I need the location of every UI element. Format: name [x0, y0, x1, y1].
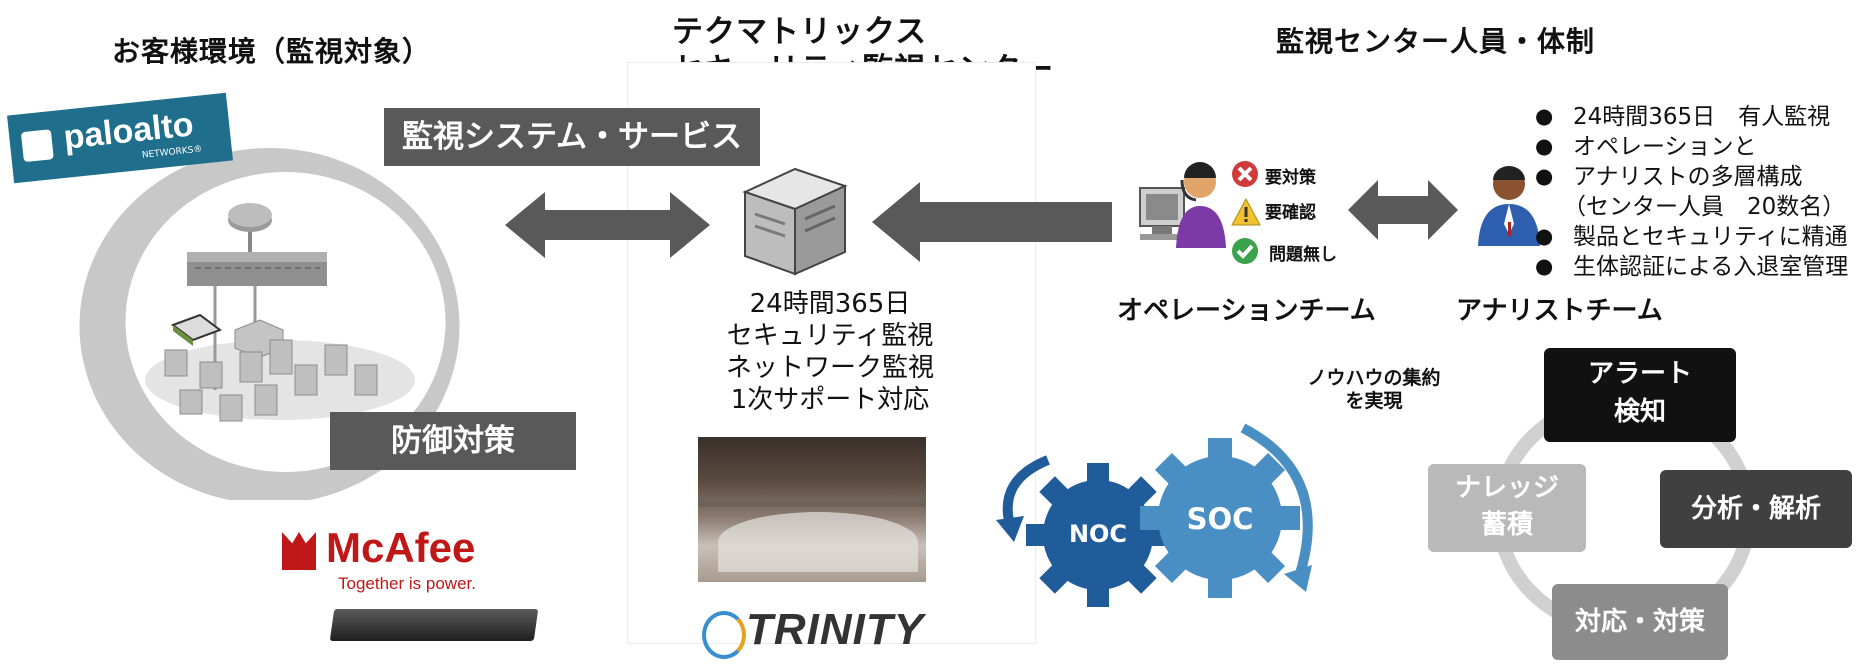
double-arrow-icon: [505, 192, 710, 258]
router-icon: [228, 203, 272, 260]
alert-x-icon: [1232, 161, 1258, 187]
cycle-alert-line2: 検知: [1613, 397, 1666, 427]
analyst-team-label: アナリストチーム: [1456, 296, 1663, 326]
monitoring-room-photo: [698, 437, 926, 582]
check-icon: [1232, 238, 1258, 264]
status-action-required: 要対策: [1265, 168, 1316, 188]
left-arrow-icon: [872, 182, 1112, 262]
noc-curved-arrow-icon: [1002, 455, 1050, 527]
monitoring-service-label: 監視システム・サービス: [384, 108, 760, 166]
knowhow-line-2: を実現: [1345, 390, 1403, 412]
team-double-arrow-icon: [1348, 180, 1458, 240]
operator-icon: [1139, 162, 1226, 248]
cycle-analysis: 分析・解析: [1660, 470, 1852, 548]
trinity-wordmark: TRINITY: [746, 605, 925, 654]
mcafee-wordmark: McAfee: [326, 524, 476, 571]
mcafee-logo: McAfee Together is power.: [282, 524, 512, 598]
warning-icon: [1231, 198, 1261, 226]
staff-bullet-3: アナリストの多層構成: [1535, 161, 1848, 192]
service-line-4: 1次サポート対応: [730, 385, 930, 415]
staff-bullet-4: 製品とセキュリティに精通: [1535, 221, 1848, 252]
mcafee-appliance-icon: [329, 609, 539, 641]
mcafee-tagline: Together is power.: [338, 574, 476, 593]
customer-environment-heading: お客様環境（監視対象）: [112, 35, 432, 68]
cycle-response-label: 対応・対策: [1574, 607, 1705, 637]
staff-bullet-list: 24時間365日 有人監視 オペレーションと アナリストの多層構成 （センター人…: [1535, 101, 1848, 282]
cycle-alert-line1: アラート: [1587, 359, 1692, 389]
staff-bullet-5: 生体認証による入退室管理: [1535, 251, 1848, 282]
soc-curved-arrow-icon: [1240, 423, 1313, 582]
service-line-2: セキュリティ監視: [726, 321, 934, 351]
staff-bullet-3-continued: （センター人員 20数名）: [1563, 194, 1846, 220]
switch-icon: [187, 252, 327, 286]
cycle-knowledge-line1: ナレッジ: [1454, 473, 1559, 503]
noc-soc-gears: [996, 423, 1313, 607]
soc-label: SOC: [1186, 502, 1254, 536]
server-icon: [742, 167, 848, 276]
staff-heading: 監視センター人員・体制: [1276, 25, 1596, 58]
service-line-1: 24時間365日: [749, 289, 911, 319]
service-line-3: ネットワーク監視: [725, 353, 934, 383]
computers-icon: [164, 339, 378, 422]
mcafee-shield-icon: [282, 532, 316, 570]
cycle-knowledge-line2: 蓄積: [1480, 510, 1533, 540]
appliance-icon: [170, 313, 223, 346]
cycle-alert-detection: アラート 検知: [1544, 348, 1736, 442]
cycle-response: 対応・対策: [1552, 584, 1728, 660]
noc-label: NOC: [1068, 520, 1128, 548]
cycle-analysis-label: 分析・解析: [1690, 494, 1821, 524]
customer-environment-illustration: [79, 148, 460, 500]
staff-bullet-2: オペレーションと: [1535, 131, 1848, 162]
status-no-issue: 問題無し: [1269, 245, 1337, 265]
trinity-mark-icon: [702, 611, 746, 659]
center-heading-line1: テクマトリックス: [672, 14, 928, 50]
defense-label: 防御対策: [330, 412, 576, 470]
status-check-required: 要確認: [1265, 203, 1316, 223]
trinity-logo: TRINITY: [702, 605, 947, 659]
operation-team-label: オペレーションチーム: [1117, 296, 1376, 326]
staff-bullet-1: 24時間365日 有人監視: [1535, 101, 1848, 132]
knowhow-line-1: ノウハウの集約: [1307, 367, 1441, 389]
paloalto-mark-icon: [20, 129, 54, 163]
analyst-icon: [1478, 166, 1540, 246]
cycle-knowledge: ナレッジ 蓄積: [1428, 464, 1586, 552]
